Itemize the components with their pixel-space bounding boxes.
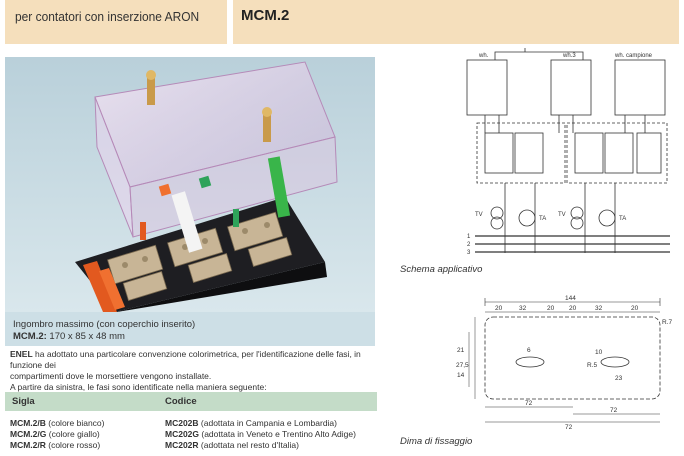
svg-text:R.5: R.5	[587, 362, 598, 369]
schematic-caption: Schema applicativo	[400, 264, 483, 275]
header-band-left: per contatori con inserzione ARON	[5, 0, 227, 44]
svg-text:72: 72	[525, 400, 533, 407]
svg-text:27,5: 27,5	[456, 362, 469, 369]
svg-text:20: 20	[569, 305, 577, 312]
drilling-template-caption: Dima di fissaggio	[400, 436, 473, 447]
svg-text:3: 3	[467, 250, 471, 256]
product-photo	[5, 57, 375, 312]
svg-text:14: 14	[457, 372, 465, 379]
column-header-codice: Codice	[165, 396, 197, 407]
svg-text:R.7: R.7	[662, 319, 673, 326]
table-header: Sigla Codice	[5, 392, 377, 411]
column-header-sigla: Sigla	[12, 396, 35, 407]
wiring-schematic: wh. wh.3 wh. campione TV TA TV TA 1 2 3	[466, 48, 670, 256]
svg-text:2: 2	[467, 242, 471, 248]
svg-text:TV: TV	[475, 212, 483, 218]
svg-text:72: 72	[565, 424, 573, 431]
description-text: ENEL ha adottato una particolare convenz…	[10, 349, 378, 393]
svg-text:TA: TA	[619, 216, 626, 222]
svg-text:TV: TV	[558, 212, 566, 218]
svg-text:20: 20	[547, 305, 555, 312]
svg-text:1: 1	[467, 234, 471, 240]
enel-label: ENEL	[10, 349, 33, 359]
product-code-title: MCM.2	[241, 7, 290, 24]
photo-caption-line2: MCM.2: 170 x 85 x 48 mm	[13, 331, 125, 342]
svg-text:20: 20	[495, 305, 503, 312]
svg-text:32: 32	[519, 305, 527, 312]
svg-text:wh.: wh.	[478, 53, 489, 59]
photo-caption-code: MCM.2:	[13, 331, 47, 342]
svg-text:20: 20	[631, 305, 639, 312]
description-line1: ENEL ha adottato una particolare convenz…	[10, 349, 361, 370]
page-subtitle: per contatori con inserzione ARON	[15, 9, 200, 24]
product-photo-panel: Ingombro massimo (con coperchio inserito…	[5, 57, 375, 346]
photo-caption-dims: 170 x 85 x 48 mm	[46, 331, 125, 342]
svg-text:6: 6	[527, 347, 531, 354]
svg-text:72: 72	[610, 407, 618, 414]
svg-text:144: 144	[565, 295, 576, 302]
svg-text:21: 21	[457, 347, 465, 354]
table-row: MCM.2/R (colore rosso) MC202R (adottata …	[10, 440, 299, 450]
header-band-right: MCM.2	[233, 0, 679, 44]
photo-caption-line1: Ingombro massimo (con coperchio inserito…	[13, 319, 196, 330]
svg-text:wh. campione: wh. campione	[614, 53, 653, 59]
description-line2: compartimenti dove le morsettiere vengon…	[10, 371, 212, 381]
svg-text:32: 32	[595, 305, 603, 312]
svg-text:TA: TA	[539, 216, 546, 222]
table-row: MCM.2/B (colore bianco) MC202B (adottata…	[10, 418, 337, 428]
drilling-template: 144 20 32 20 20 32 20 R.7 R.5 10 6 23 21…	[456, 295, 673, 431]
svg-text:23: 23	[615, 375, 623, 382]
table-row: MCM.2/G (colore giallo) MC202G (adottata…	[10, 429, 356, 439]
svg-text:10: 10	[595, 349, 603, 356]
svg-text:wh.3: wh.3	[562, 53, 576, 59]
description-line3: A partire da sinistra, le fasi sono iden…	[10, 382, 267, 392]
